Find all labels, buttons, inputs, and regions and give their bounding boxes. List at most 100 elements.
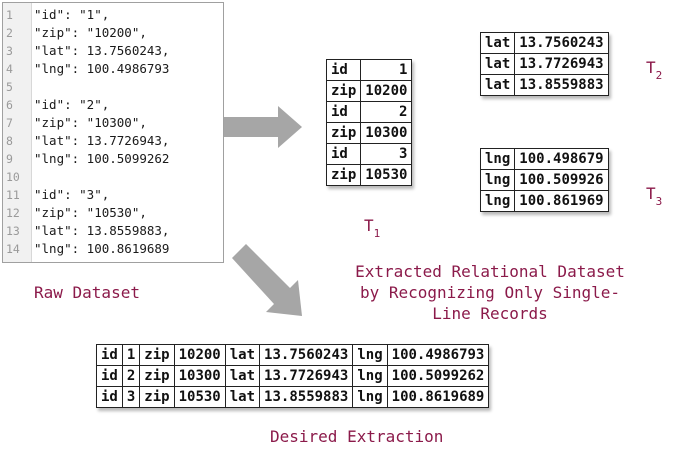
raw-dataset-editor: 1 "id": "1", 2"zip": "10200", 3 "lat": 13.75…	[2, 2, 224, 263]
line-number: 11	[6, 188, 20, 202]
table-cell: 10530	[360, 164, 413, 186]
table-cell: lng	[352, 344, 388, 366]
table-cell: zip	[139, 365, 175, 387]
table-cell: id	[96, 365, 123, 387]
table-cell: 13.7726943	[259, 365, 354, 387]
raw-line: 1 "id": "1",	[3, 6, 223, 24]
table-cell: 100.498679	[514, 148, 609, 170]
line-text: "lat": 13.8559883,	[34, 223, 170, 238]
table-cell: 100.5099262	[386, 365, 490, 387]
desired-extraction-caption: Desired Extraction	[270, 427, 444, 446]
line-text: "zip": "10300",	[34, 115, 147, 130]
table-cell: 13.7560243	[514, 32, 609, 54]
table-cell: id	[325, 143, 362, 165]
raw-line: 2"zip": "10200",	[3, 24, 223, 42]
table-cell: 3	[121, 386, 141, 408]
table-cell: 10300	[360, 122, 413, 144]
raw-line: 4 "lng": 100.4986793	[3, 60, 223, 78]
raw-line: 11 "id": "3",	[3, 186, 223, 204]
table-cell: 2	[360, 101, 413, 123]
raw-line: 10	[3, 168, 223, 186]
table-cell: zip	[325, 122, 362, 144]
arrow-right	[218, 106, 302, 148]
table-cell: 1	[360, 59, 413, 81]
table-cell: 3	[360, 143, 413, 165]
table-cell: 13.8559883	[514, 74, 609, 96]
raw-line: 13 "lat": 13.8559883,	[3, 222, 223, 240]
line-text: "lat": 13.7726943,	[34, 133, 170, 148]
table-cell: 10200	[360, 80, 413, 102]
table-cell: zip	[139, 344, 175, 366]
table-cell: lng	[479, 190, 516, 212]
table-cell: 13.7726943	[514, 53, 609, 75]
table-cell: 13.7560243	[259, 344, 354, 366]
table-cell: zip	[325, 80, 362, 102]
line-number: 7	[6, 116, 13, 130]
table-cell: lat	[224, 365, 261, 387]
line-number: 8	[6, 134, 13, 148]
table-cell: id	[96, 344, 123, 366]
raw-line: 8 "lat": 13.7726943,	[3, 132, 223, 150]
line-text: "id": "3",	[34, 187, 110, 202]
line-number: 5	[6, 80, 13, 94]
table-cell: 100.4986793	[386, 344, 490, 366]
raw-line: 6"id": "2",	[3, 96, 223, 114]
table-cell: 10200	[173, 344, 226, 366]
table-cell: 100.509926	[514, 169, 609, 191]
raw-line: 3 "lat": 13.7560243,	[3, 42, 223, 60]
table-cell: lng	[352, 386, 388, 408]
raw-line: 7 "zip": "10300",	[3, 114, 223, 132]
line-number: 4	[6, 62, 13, 76]
line-text: "lng": 100.8619689	[34, 241, 170, 256]
raw-line: 5	[3, 78, 223, 96]
line-text: "lng": 100.5099262	[34, 151, 170, 166]
raw-dataset-caption: Raw Dataset	[34, 283, 140, 302]
table-cell: lat	[479, 74, 516, 96]
table-cell: lat	[224, 386, 261, 408]
raw-line: 12"zip": "10530",	[3, 204, 223, 222]
table-cell: 10530	[173, 386, 226, 408]
line-text: "id": "1",	[34, 7, 110, 22]
table-cell: 2	[121, 365, 141, 387]
table-cell: lng	[479, 169, 516, 191]
line-number: 10	[6, 170, 20, 184]
line-text: "lng": 100.4986793	[34, 61, 170, 76]
table-cell: lat	[224, 344, 261, 366]
line-text: "zip": "10530",	[34, 205, 147, 220]
table-cell: lat	[479, 53, 516, 75]
line-number: 2	[6, 26, 13, 40]
table-cell: lng	[352, 365, 388, 387]
table-cell: 1	[121, 344, 141, 366]
table-cell: 10300	[173, 365, 226, 387]
line-number: 6	[6, 98, 13, 112]
line-number: 13	[6, 224, 20, 238]
line-text: "lat": 13.7560243,	[34, 43, 170, 58]
line-number: 3	[6, 44, 13, 58]
table-cell: zip	[139, 386, 175, 408]
raw-line: 9"lng": 100.5099262	[3, 150, 223, 168]
extracted-dataset-caption: Extracted Relational Dataset by Recogniz…	[355, 262, 625, 323]
table-cell: lat	[479, 32, 516, 54]
table-cell: zip	[325, 164, 362, 186]
table-cell: 100.861969	[514, 190, 609, 212]
table-cell: 100.8619689	[386, 386, 490, 408]
table-t3-label: T3	[646, 184, 663, 208]
line-number: 14	[6, 242, 20, 256]
line-number-gutter	[3, 3, 32, 262]
table-cell: id	[325, 59, 362, 81]
line-number: 1	[6, 8, 13, 22]
